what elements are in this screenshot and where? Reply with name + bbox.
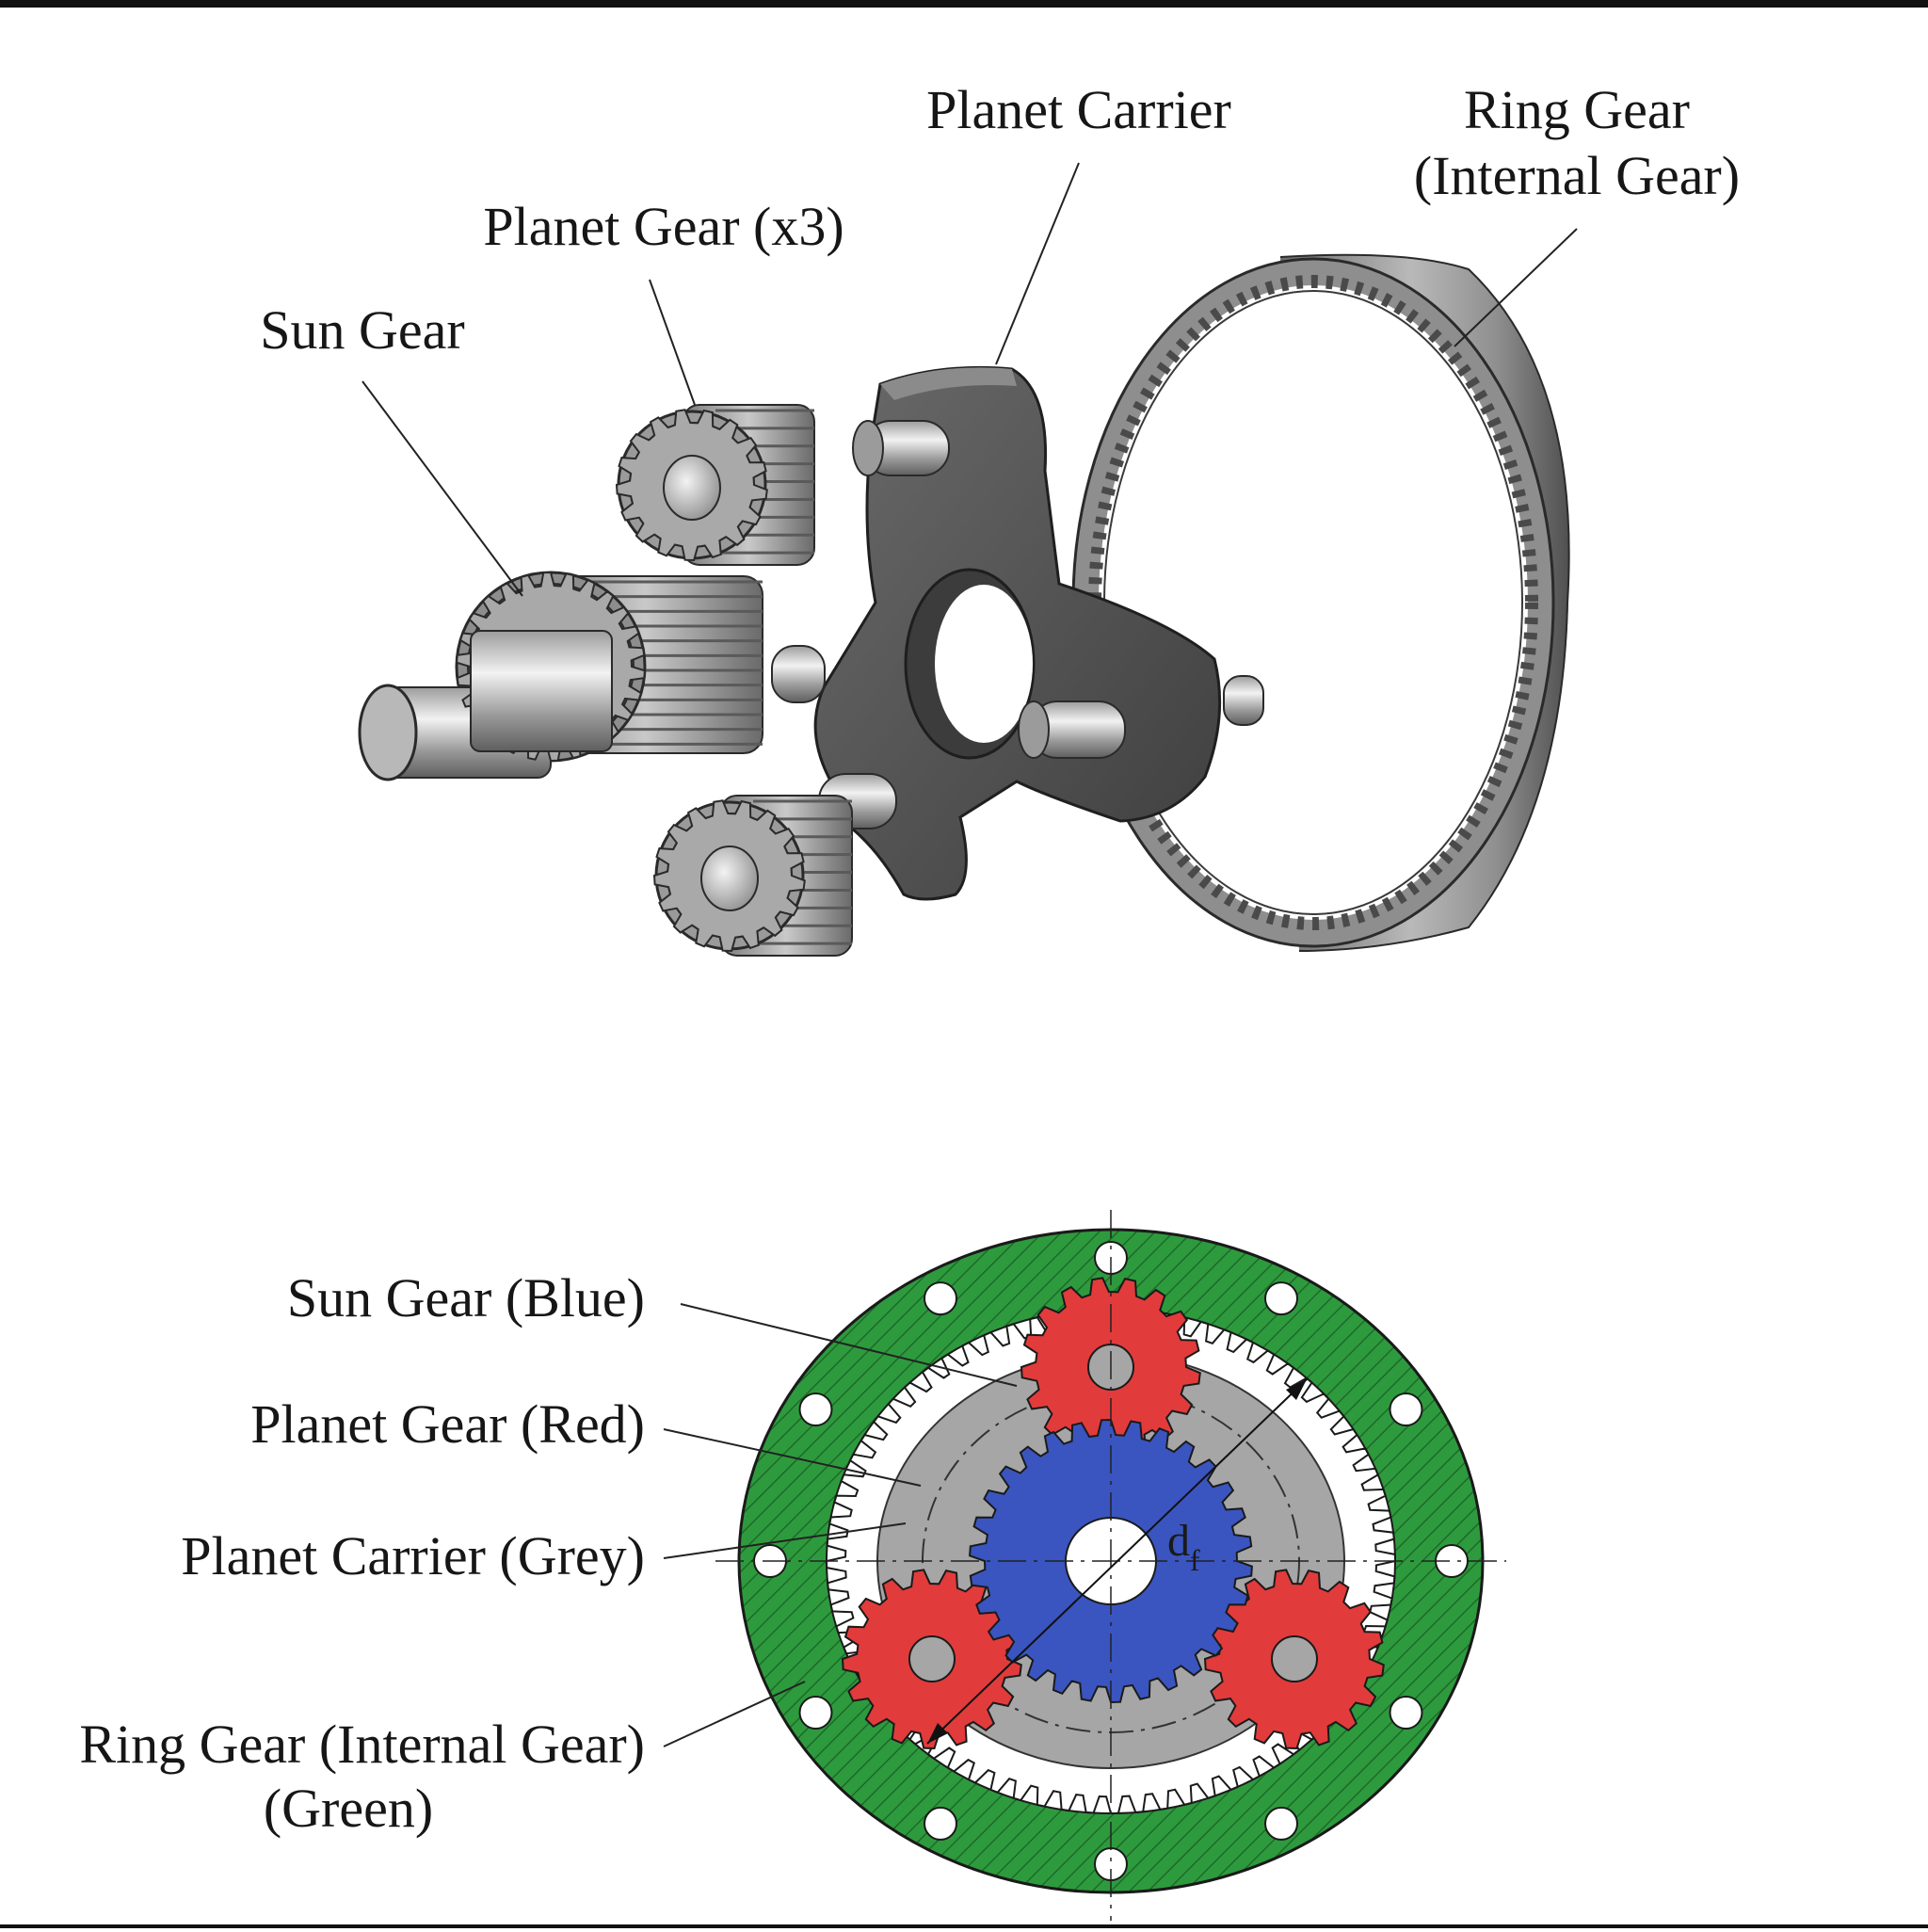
leader-planet-gear-red [663, 1428, 922, 1487]
leader-ring-gear [1454, 228, 1578, 347]
leader-planet-carrier-grey [663, 1522, 907, 1559]
label-ring-gear-line1: Ring Gear (Internal Gear) [79, 1714, 645, 1775]
planet-gear-3d-lower [652, 795, 853, 957]
schematic-view: df Sun Gear (Blue) Planet Gear (Red) Pla… [79, 1210, 1506, 1921]
dimension-df-label: df [1167, 1516, 1200, 1577]
bottom-border [0, 1924, 1928, 1928]
leader-planet-carrier [995, 162, 1080, 365]
label-planet-gear: Planet Gear (x3) [483, 196, 844, 257]
bolt-hole [924, 1806, 957, 1841]
ring-gear-3d [1071, 253, 1570, 952]
leader-sun-gear-blue [680, 1303, 1018, 1387]
label-planet-gear-red: Planet Gear (Red) [250, 1393, 645, 1455]
bolt-hole [1389, 1696, 1423, 1730]
label-planet-carrier-grey: Planet Carrier (Grey) [181, 1525, 645, 1586]
label-ring-gear-line2: (Internal Gear) [1414, 145, 1740, 206]
leader-sun-gear [362, 380, 523, 597]
bolt-hole [798, 1696, 833, 1730]
bolt-hole [1389, 1393, 1423, 1426]
planet-carrier-3d [813, 365, 1264, 901]
leader-ring-gear-green [663, 1681, 806, 1747]
planet-pin-3 [1271, 1635, 1318, 1682]
bolt-hole [1264, 1281, 1298, 1316]
label-ring-gear-line2: (Green) [264, 1778, 433, 1839]
exploded-view: Planet Carrier Ring Gear (Internal Gear)… [260, 79, 1740, 957]
dimension-df: df [926, 1378, 1308, 1745]
label-sun-gear: Sun Gear [260, 299, 464, 361]
label-ring-gear-line1: Ring Gear [1464, 79, 1690, 140]
bolt-hole [1264, 1806, 1298, 1841]
leader-planet-gear [649, 279, 696, 406]
sun-gear-3d [358, 571, 826, 781]
label-planet-carrier: Planet Carrier [926, 79, 1231, 140]
bolt-hole [924, 1281, 957, 1316]
planet-pin-2 [908, 1635, 956, 1682]
label-sun-gear-blue: Sun Gear (Blue) [287, 1267, 645, 1328]
top-border [0, 0, 1928, 8]
planet-gear-3d-upper [615, 404, 815, 566]
bolt-hole [798, 1393, 833, 1426]
